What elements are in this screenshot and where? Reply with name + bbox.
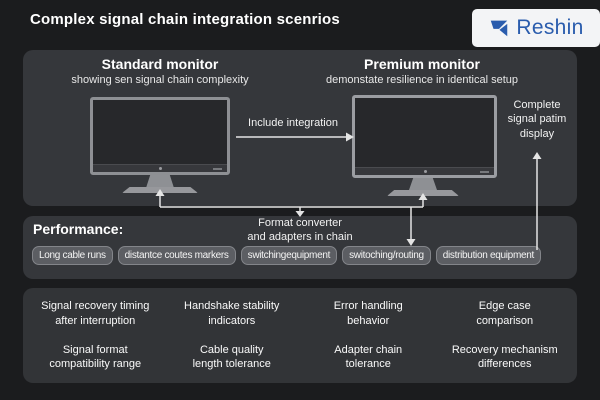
metrics-grid: Signal recovery timing after interruptio… (23, 288, 577, 383)
metrics-panel (23, 288, 577, 383)
monitor-chin (93, 164, 227, 172)
pill-switching-equipment: switchingequipment (240, 246, 338, 265)
metric-adapter-chain-tolerance: Adapter chain tolerance (334, 344, 403, 371)
premium-monitor-subtitle: demonstate resilience in identical setup (325, 74, 518, 86)
standard-monitor-graphic (90, 97, 230, 175)
pill-distance-routes-markers: distantce coutes markers (117, 246, 236, 265)
monitor-logo-dot (159, 167, 162, 170)
monitor-stand-neck (146, 175, 174, 188)
pill-long-cable-runs: Long cable runs (32, 246, 113, 265)
brand-logo-text: Reshin (516, 16, 584, 39)
monitor-buttons (480, 171, 489, 173)
metric-cable-quality-tolerance: Cable quality length tolerance (192, 344, 271, 371)
integration-arrow-label: Include integration (248, 117, 338, 129)
performance-label: Performance: (33, 221, 124, 237)
performance-pill-row: Long cable runs distantce coutes markers… (32, 246, 574, 265)
monitor-logo-dot (423, 170, 427, 173)
standard-monitor-subtitle: showing sen signal chain complexity (71, 74, 249, 86)
pill-distribution-equipment: distribution equipment (435, 246, 541, 265)
metric-error-handling: Error handling behavior (333, 300, 403, 327)
reshin-logo-icon (488, 17, 510, 39)
metric-edge-case-comparison: Edge case comparison (476, 300, 534, 327)
pill-switching-routing: switoching/routing (342, 246, 431, 265)
monitor-stand-neck (409, 178, 437, 190)
premium-monitor-graphic (352, 95, 497, 178)
premium-monitor-title: Premium monitor (364, 56, 480, 72)
monitor-chin (355, 167, 494, 175)
metric-signal-recovery-timing: Signal recovery timing after interruptio… (41, 300, 150, 327)
format-converter-note: Format converter and adapters in chain (247, 217, 353, 243)
complete-signal-note: Complete signal patim display (507, 99, 567, 140)
monitor-stand-base (122, 187, 198, 193)
page-title: Complex signal chain integration scenrio… (30, 11, 340, 28)
metric-handshake-stability: Handshake stability indicators (184, 300, 280, 327)
monitor-stand-base (387, 190, 459, 196)
metric-recovery-mechanism: Recovery mechanism differences (451, 344, 558, 371)
brand-logo: Reshin (472, 9, 600, 47)
monitor-buttons (213, 168, 222, 170)
standard-monitor-title: Standard monitor (101, 56, 219, 72)
metric-signal-format-compatibility: Signal format compatibility range (49, 344, 142, 371)
